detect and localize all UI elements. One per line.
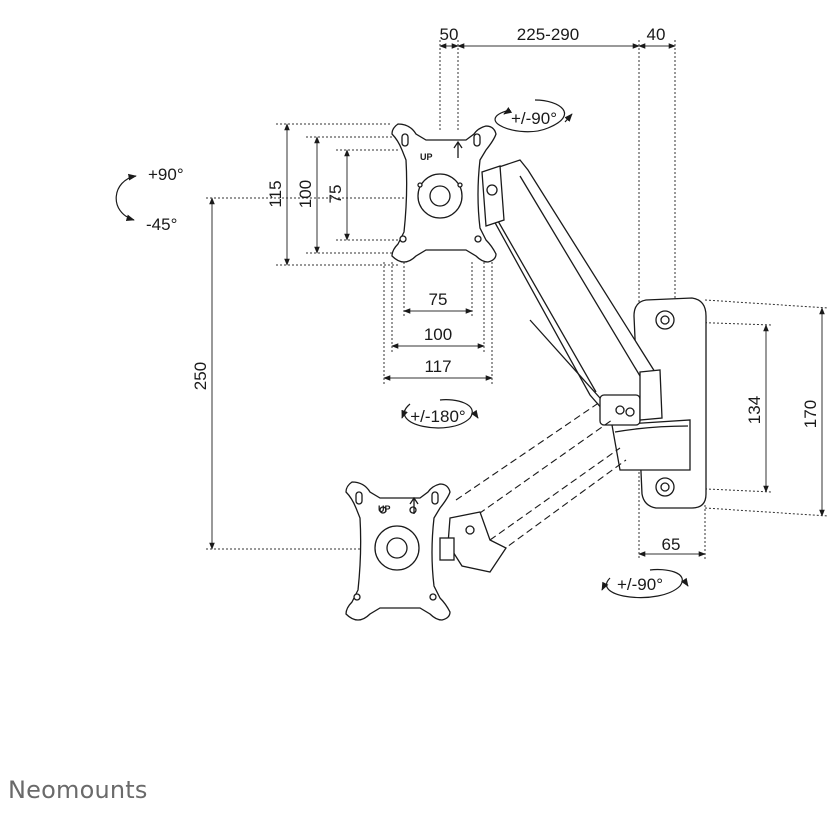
label-115: 115 <box>266 180 285 207</box>
label-134: 134 <box>745 396 764 424</box>
dimension-lines <box>206 40 829 560</box>
label-tilt-down: -45° <box>146 215 177 234</box>
vesa-plate-top <box>391 123 497 263</box>
wall-plate <box>611 297 707 509</box>
label-75-vertical: 75 <box>326 185 345 204</box>
arm-ghost-position <box>455 401 627 553</box>
label-swivel-top: +/-90° <box>511 109 557 128</box>
rotation-arrows <box>115 99 689 599</box>
label-65: 65 <box>662 535 681 554</box>
label-100-horizontal: 100 <box>424 325 452 344</box>
label-75-horizontal: 75 <box>429 290 448 309</box>
label-tilt-up: +90° <box>148 165 184 184</box>
brand-logo: Neomounts <box>8 776 148 804</box>
label-225-290: 225-290 <box>517 25 579 44</box>
lower-arm-head <box>439 511 507 573</box>
label-50: 50 <box>440 25 459 44</box>
label-250: 250 <box>191 362 210 390</box>
label-swivel-wall: +/-90° <box>617 575 663 594</box>
plate-labels: UP UP <box>378 152 433 514</box>
label-rotate-screen: +/-180° <box>410 407 465 426</box>
up-label-bottom: UP <box>378 504 391 514</box>
dimension-labels: 50 225-290 40 115 100 75 75 100 117 250 … <box>191 25 820 554</box>
label-40: 40 <box>647 25 666 44</box>
vesa-plate-bottom <box>345 481 451 621</box>
label-100-vertical: 100 <box>296 180 315 208</box>
label-170: 170 <box>801 400 820 428</box>
up-label-top: UP <box>420 152 433 162</box>
rotation-labels: +90° -45° +/-90° +/-180° +/-90° <box>146 109 663 594</box>
label-117: 117 <box>424 357 451 376</box>
gas-spring-arm <box>481 159 663 426</box>
